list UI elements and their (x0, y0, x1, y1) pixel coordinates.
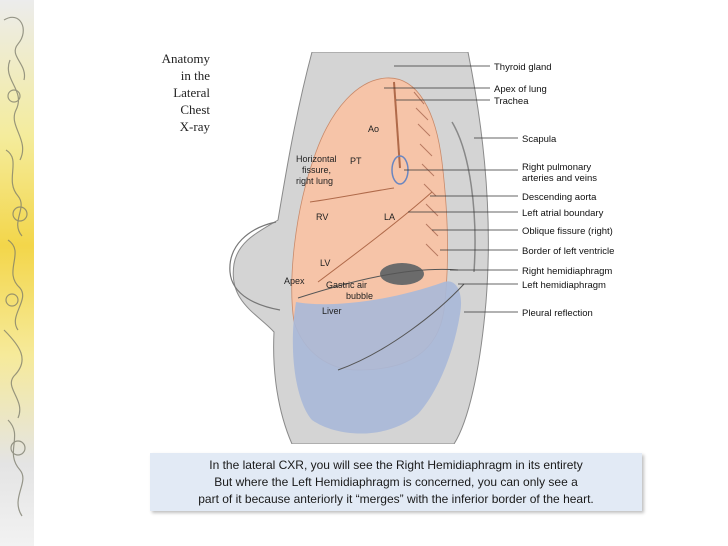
breast-outline (229, 221, 281, 311)
label-horizontal-fissure: Horizontal (296, 154, 337, 164)
label-lv: LV (320, 258, 330, 268)
caption-box: In the lateral CXR, you will see the Rig… (150, 453, 642, 511)
label-right-hemidiaphragm: Right hemidiaphragm (522, 266, 612, 277)
horizontal-fissure-line (309, 187, 395, 203)
label-thyroid-gland: Thyroid gland (494, 62, 552, 73)
slide-title: Anatomy in the Lateral Chest X-ray (146, 50, 210, 135)
label-oblique-fissure: Oblique fissure (right) (522, 226, 613, 237)
label-gastric-air-bubble: bubble (346, 291, 373, 301)
label-trachea: Trachea (494, 96, 529, 107)
label-pt: PT (350, 156, 362, 166)
label-apex: Apex (284, 276, 305, 286)
leader-lines (384, 65, 518, 313)
label-descending-aorta: Descending aorta (522, 192, 597, 203)
caption-line: In the lateral CXR, you will see the Rig… (209, 458, 583, 472)
right-hemidiaphragm-curve (297, 268, 459, 299)
decorative-ornament-strip (0, 0, 34, 546)
title-line: Chest (180, 102, 210, 117)
label-pleural-reflection: Pleural reflection (522, 308, 593, 319)
label-left-hemidiaphragm: Left hemidiaphragm (522, 280, 606, 291)
trachea-shape (393, 81, 401, 169)
oblique-fissure-line (317, 191, 433, 283)
label-right-pulmonary: Right pulmonary (522, 162, 591, 173)
lateral-chest-anatomy-diagram: Ao PT Horizontal fissure, right lung RV … (229, 52, 614, 444)
label-border-of-left-ventricle: Border of left ventricle (522, 246, 614, 257)
title-line: Anatomy (161, 51, 210, 66)
title-line: Lateral (173, 85, 210, 100)
scapula-shape (451, 121, 476, 273)
pleural-reflection-curve (337, 283, 465, 371)
label-horizontal-fissure: right lung (296, 176, 333, 186)
label-left-atrial-boundary: Left atrial boundary (522, 208, 604, 219)
label-scapula: Scapula (522, 134, 557, 145)
title-line: X-ray (179, 119, 210, 134)
caption-line: part of it because anteriorly it “merges… (198, 492, 594, 506)
caption-line: But where the Left Hemidiaphragm is conc… (214, 475, 578, 489)
label-la: LA (384, 212, 395, 222)
label-horizontal-fissure: fissure, (302, 165, 331, 175)
label-arteries-and-veins: arteries and veins (522, 173, 597, 184)
label-ao: Ao (368, 124, 379, 134)
label-rv: RV (316, 212, 328, 222)
liver-region (292, 281, 462, 434)
label-gastric-air-bubble: Gastric air (326, 280, 367, 290)
label-liver: Liver (322, 306, 342, 316)
gastric-air-bubble-shape (380, 263, 424, 285)
label-apex-of-lung: Apex of lung (494, 84, 547, 95)
title-line: in the (180, 68, 210, 83)
